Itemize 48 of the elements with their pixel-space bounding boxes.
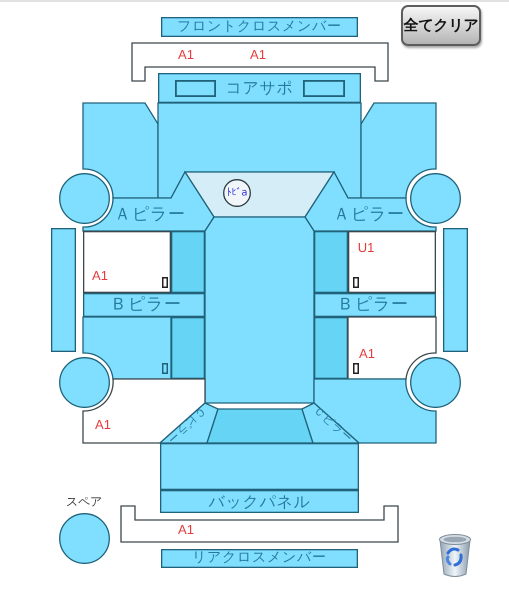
roof-rail-panel [171, 231, 205, 293]
damage-code: A1 [95, 418, 111, 432]
damage-marker [223, 179, 251, 207]
pillar-panel [83, 172, 214, 231]
door-panel [83, 317, 171, 379]
damage-code: U1 [358, 240, 374, 256]
door-panel [348, 317, 436, 379]
wheel [410, 356, 460, 408]
door-panel [348, 231, 436, 293]
part-label: Ｃピラー [311, 404, 355, 446]
wheel [58, 172, 110, 224]
roof-rail-panel [314, 317, 348, 379]
part-label: Ｂピラー [337, 296, 409, 314]
damage-code: A1 [92, 268, 108, 284]
damage-code: ﾄﾋﾞa [226, 188, 248, 198]
pillar-panel [305, 172, 436, 231]
part-label: スペア [66, 495, 102, 509]
wheel [58, 356, 110, 408]
part-label: Ｃピラー [164, 404, 208, 446]
damage-code: A1 [178, 48, 194, 62]
part-label: コアサポ [226, 79, 294, 97]
part-label: バックパネル [208, 493, 310, 511]
roof-rail-panel [171, 317, 205, 379]
core-support-panel [158, 73, 361, 103]
cross-member-bar [161, 17, 358, 37]
damage-code: A1 [250, 48, 266, 62]
side-panel-bar [443, 228, 468, 352]
part-label: リアクロスメンバー [192, 550, 327, 566]
cross-member-bar [161, 549, 358, 568]
fender-panel [361, 103, 436, 198]
pillar-panel [314, 293, 436, 317]
part-label: Ｂピラー [110, 296, 182, 314]
damage-code: A1 [178, 522, 194, 538]
fender-panel [83, 103, 158, 198]
door-panel [83, 231, 171, 293]
wheel [410, 172, 460, 224]
part-label: Ａピラー [114, 206, 186, 224]
damage-code: A1 [359, 346, 375, 362]
roof-rail-panel [314, 231, 348, 293]
back-panel [160, 490, 359, 513]
part-label: フロントクロスメンバー [177, 19, 342, 35]
part-label: Ａピラー [333, 206, 405, 224]
quarter-panel [83, 379, 205, 443]
clear-all-button: 全てクリア [401, 5, 481, 46]
side-panel-bar [51, 228, 76, 352]
pillar-panel [83, 293, 205, 317]
roof-panel [205, 217, 314, 403]
bumper-outline [132, 43, 388, 81]
